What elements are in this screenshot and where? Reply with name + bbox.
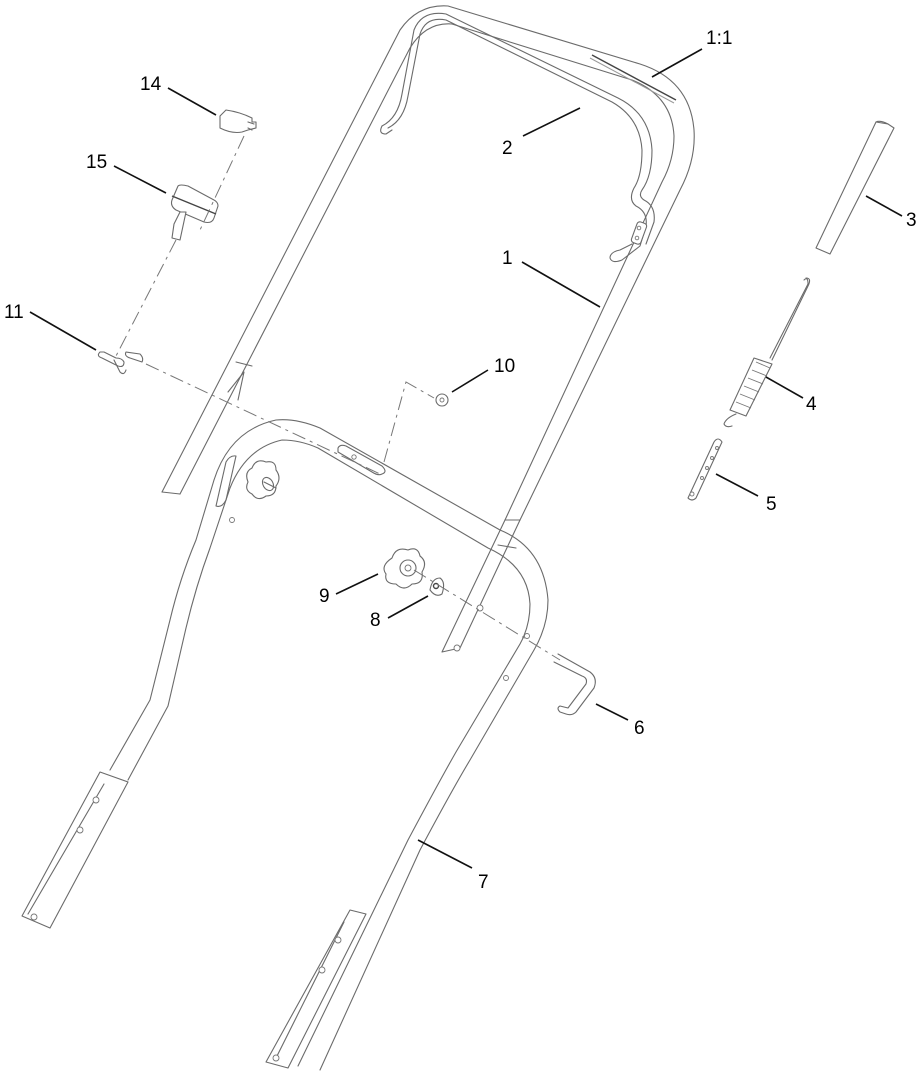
callout-3: 3 <box>906 210 917 231</box>
decal <box>589 54 677 104</box>
callout-1: 1 <box>502 248 513 269</box>
washer-part <box>429 577 445 596</box>
callout-5: 5 <box>766 494 777 515</box>
callout-2: 2 <box>502 138 513 159</box>
handle-knob-part <box>383 548 426 589</box>
callout-10: 10 <box>494 356 515 377</box>
callout-11: 11 <box>4 302 24 323</box>
callout-15: 15 <box>86 152 107 173</box>
spring-part <box>723 277 811 428</box>
callout-leaders <box>29 48 903 869</box>
cable-clip-part <box>97 351 144 375</box>
adjustment-plate-part <box>687 438 723 501</box>
callout-14: 14 <box>140 74 162 95</box>
grip-tube-part <box>815 120 895 255</box>
upper-handle <box>161 5 695 653</box>
lower-handle <box>21 419 549 1071</box>
callout-9: 9 <box>319 586 330 607</box>
cap-part <box>219 109 257 134</box>
left-handle-knob <box>246 460 280 500</box>
bent-pin-part <box>553 653 596 716</box>
callout-8: 8 <box>370 610 381 631</box>
callout-labels: 1:1 1 2 3 4 5 6 7 8 9 10 11 14 15 <box>4 28 917 893</box>
nut-part <box>435 393 449 407</box>
callout-4: 4 <box>806 394 817 415</box>
cable-guide-part <box>170 184 219 241</box>
callout-1-1: 1:1 <box>706 28 732 49</box>
callout-6: 6 <box>634 718 645 739</box>
callout-7: 7 <box>478 872 489 893</box>
bail-bar <box>380 12 655 263</box>
assembly-lines <box>115 135 561 661</box>
